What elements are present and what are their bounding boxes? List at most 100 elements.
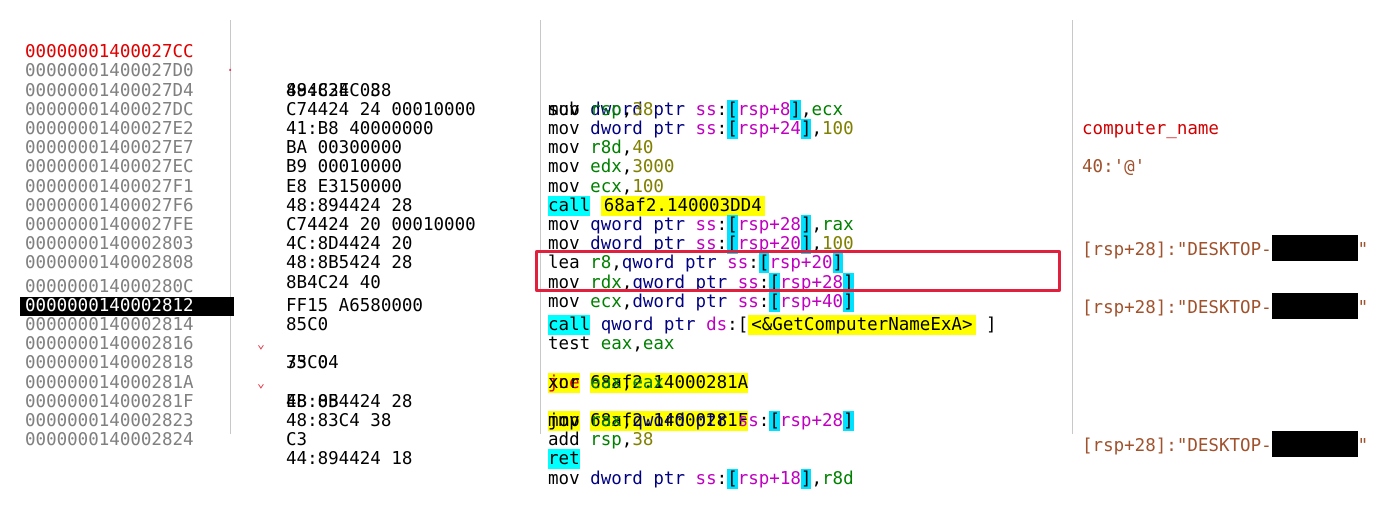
disasm-row[interactable]: 0000000140002818 ⌄ EB 05 jmp 68af2.14000… <box>0 335 1400 431</box>
disasm-row[interactable]: 00000001400027F6 C74424 20 00010000 mov … <box>0 178 1400 255</box>
bytes: FF15 A6580000 <box>286 295 423 316</box>
instruction: jmp 68af2.14000281F <box>548 411 749 431</box>
jump-target[interactable]: 68af2.14000281F <box>590 411 749 431</box>
address[interactable]: 0000000140002814 <box>25 315 194 335</box>
disasm-row[interactable]: 0000000140002814 ⌄ 75 04 jne 68af2.14000… <box>0 297 1400 393</box>
bytes: 85C0 <box>286 315 329 335</box>
address[interactable]: 00000001400027D0 <box>25 61 194 82</box>
bytes: 894C24 08 <box>286 80 381 101</box>
bytes: 48:8B4424 28 <box>286 391 413 412</box>
disasm-row[interactable]: 0000000140002816 33C0 xor eax,eax <box>0 316 1400 393</box>
instruction: ret <box>548 449 580 470</box>
disasm-row[interactable]: 00000001400027D0 48:83EC 38 sub rsp,38 <box>0 43 1400 120</box>
address[interactable]: 0000000140002812 <box>20 296 234 316</box>
address[interactable]: 00000001400027D4 <box>25 80 194 101</box>
redaction-box <box>1271 235 1358 262</box>
disasm-row[interactable]: 00000001400027EC E8 E3150000 call 68af2.… <box>0 139 1400 216</box>
disasm-row[interactable]: 00000001400027CC · 894C24 08 mov dword p… <box>0 24 1400 139</box>
bytes: C3 <box>286 430 308 451</box>
instruction: mov r8d,40 <box>548 138 654 159</box>
disasm-row[interactable]: 000000014000280C FF15 A6580000 call qwor… <box>0 258 1400 335</box>
instruction: mov qword ptr ss:[rsp+28],rax <box>548 215 854 235</box>
bytes: 4C:8D4424 20 <box>286 234 413 255</box>
jump-target[interactable]: 68af2.14000281A <box>590 372 749 393</box>
instruction: xor eax,eax <box>548 372 664 393</box>
address[interactable]: 0000000140002803 <box>25 234 194 255</box>
instruction: mov edx,3000 <box>548 157 675 178</box>
disassembly-pane[interactable]: 00000001400027CC · 894C24 08 mov dword p… <box>0 0 1400 489</box>
address[interactable]: 00000001400027F1 <box>25 176 194 197</box>
disasm-row-selected[interactable]: 0000000140002812 85C0 test eax,eax <box>0 278 1400 354</box>
jump-arrow-icon: ⌄ <box>257 375 265 391</box>
bytes: 33C0 <box>286 353 329 374</box>
bytes: C74424 20 00010000 <box>286 215 476 235</box>
api-call-target[interactable]: <&GetComputerNameExA> <box>748 315 976 335</box>
bytes: 48:83EC 38 <box>286 80 392 101</box>
address[interactable]: 00000001400027E2 <box>25 119 194 139</box>
address[interactable]: 0000000140002823 <box>25 411 194 431</box>
disasm-row[interactable]: 00000001400027E7 B9 00010000 mov ecx,100 <box>0 120 1400 197</box>
address[interactable]: 00000001400027E7 <box>25 138 194 159</box>
instruction: mov ecx,100 <box>548 176 664 197</box>
disasm-row[interactable]: 00000001400027FE 4C:8D4424 20 lea r8,qwo… <box>0 197 1400 274</box>
disasm-row[interactable]: 0000000140002823 C3 ret <box>0 393 1400 470</box>
address[interactable]: 0000000140002816 <box>25 334 194 355</box>
bytes: C74424 24 00010000 <box>286 99 476 120</box>
column-divider-2 <box>540 20 541 434</box>
bytes: 44:894424 18 <box>286 449 413 470</box>
instruction: jne 68af2.14000281A <box>548 372 749 393</box>
address[interactable]: 0000000140002818 <box>25 353 194 374</box>
address[interactable]: 000000014000281A <box>25 372 194 393</box>
instruction: lea r8,qword ptr ss:[rsp+20] <box>548 253 844 274</box>
address[interactable]: 00000001400027CC <box>25 42 194 63</box>
address[interactable]: 0000000140002808 <box>25 253 194 274</box>
redaction-box <box>1271 431 1358 458</box>
bytes: EB 05 <box>286 391 339 412</box>
bytes: BA 00300000 <box>286 138 402 159</box>
instruction: mov dword ptr ss:[rsp+20],100 <box>548 234 854 255</box>
instruction: call qword ptr ds:[<&GetComputerNameExA>… <box>548 315 997 335</box>
disasm-row[interactable]: 00000001400027D4 C74424 24 00010000 mov … <box>0 62 1400 139</box>
address[interactable]: 000000014000281F <box>25 391 194 412</box>
disasm-row[interactable]: 00000001400027F1 48:894424 28 mov qword … <box>0 158 1400 262</box>
comment: 40:'@' <box>1082 157 1146 178</box>
disasm-row[interactable]: 0000000140002803 48:8B5424 28 mov rdx,qw… <box>0 216 1400 319</box>
comment: [rsp+28]:"DESKTOP-" <box>1082 292 1368 319</box>
redaction-box <box>1271 292 1358 319</box>
comment: [rsp+28]:"DESKTOP-" <box>1082 431 1368 458</box>
address[interactable]: 00000001400027EC <box>25 157 194 178</box>
bytes: 48:83C4 38 <box>286 411 392 431</box>
address[interactable]: 0000000140002824 <box>25 430 194 451</box>
bytes: 75 04 <box>286 353 339 374</box>
instruction: mov rdx,qword ptr ss:[rsp+28] <box>548 272 854 293</box>
instruction: test eax,eax <box>548 334 675 355</box>
jump-arrow-icon: ⌄ <box>257 337 265 353</box>
comment: computer_name <box>1082 119 1219 140</box>
address[interactable]: 00000001400027FE <box>25 215 194 235</box>
instruction: mov ecx,dword ptr ss:[rsp+40] <box>548 291 854 312</box>
disasm-row[interactable]: 0000000140002824 44:894424 18 mov dword … <box>0 412 1400 489</box>
instruction: call 68af2.140003DD4 <box>548 195 765 216</box>
instruction: sub rsp,38 <box>548 99 654 120</box>
instruction: add rsp,38 <box>548 430 654 451</box>
call-target[interactable]: 68af2.140003DD4 <box>600 195 765 216</box>
disasm-row[interactable]: 0000000140002808 8B4C24 40 mov ecx,dword… <box>0 235 1400 312</box>
column-divider-1 <box>230 20 231 434</box>
instruction: mov rax,qword ptr ss:[rsp+28] <box>548 411 854 431</box>
disasm-row[interactable]: 000000014000281A 48:8B4424 28 mov rax,qw… <box>0 354 1400 458</box>
address[interactable]: 000000014000280C <box>25 276 194 297</box>
address[interactable]: 00000001400027DC <box>25 99 194 120</box>
instruction: mov dword ptr ss:[rsp+24],100 <box>548 119 854 139</box>
bytes: 48:894424 28 <box>286 195 413 216</box>
bytes: 48:8B5424 28 <box>286 253 413 274</box>
disasm-row[interactable]: 00000001400027E2 BA 00300000 mov edx,300… <box>0 101 1400 177</box>
column-divider-3 <box>1072 20 1073 434</box>
current-instruction-marker: · <box>226 63 235 80</box>
disasm-row[interactable]: 00000001400027DC 41:B8 40000000 mov r8d,… <box>0 82 1400 177</box>
comment: [rsp+28]:"DESKTOP-" <box>1082 235 1368 262</box>
disasm-row[interactable]: 000000014000281F 48:83C4 38 add rsp,38 <box>0 374 1400 450</box>
bytes: 41:B8 40000000 <box>286 119 434 139</box>
address[interactable]: 00000001400027F6 <box>25 195 194 216</box>
instruction: mov dword ptr ss:[rsp+8],ecx <box>548 99 844 120</box>
bytes: B9 00010000 <box>286 157 402 178</box>
